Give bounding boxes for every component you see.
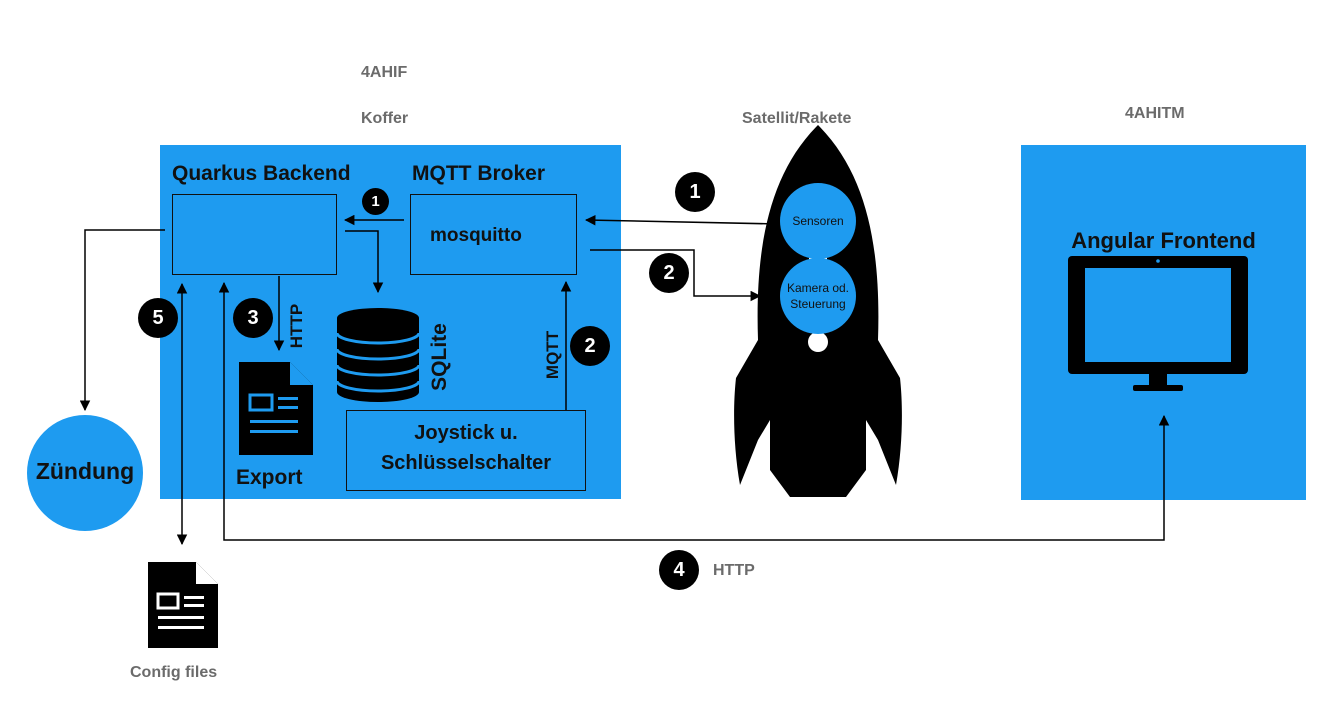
- joystick-label-line1: Joystick u.: [414, 422, 518, 444]
- step-4-badge: 4: [659, 550, 699, 590]
- class-label-4ahitm: 4AHITM: [1125, 105, 1185, 122]
- step-1-outer-badge: 1: [675, 172, 715, 212]
- zuendung-label: Zündung: [35, 458, 135, 484]
- export-label: Export: [236, 466, 303, 489]
- sqlite-database-icon: [335, 308, 421, 402]
- quarkus-backend-title: Quarkus Backend: [172, 162, 351, 185]
- step-5-badge: 5: [138, 298, 178, 338]
- kamera-label-line2: Steuerung: [790, 297, 846, 311]
- kamera-label-line1: Kamera od.: [786, 281, 850, 295]
- mosquitto-label: mosquitto: [430, 225, 522, 246]
- joystick-label-line2: Schlüsselschalter: [380, 452, 552, 474]
- http-bottom-label: HTTP: [713, 562, 755, 579]
- monitor-icon: [1068, 256, 1248, 391]
- config-document-icon: [148, 562, 218, 648]
- mqtt-broker-title: MQTT Broker: [412, 162, 546, 185]
- angular-frontend-title: Angular Frontend: [1071, 228, 1256, 253]
- zuendung-node: [27, 415, 143, 531]
- sensoren-node: [780, 183, 856, 259]
- kamera-node: [780, 258, 856, 334]
- quarkus-backend-box: [172, 194, 337, 275]
- mqtt-broker-box: [410, 194, 577, 275]
- flow-arrows: [79, 214, 1170, 546]
- sensoren-label: Sensoren: [792, 214, 844, 228]
- koffer-label: Koffer: [361, 110, 409, 127]
- config-files-label: Config files: [130, 664, 218, 681]
- class-label-4ahif: 4AHIF: [361, 64, 408, 81]
- satellit-label: Satellit/Rakete: [742, 110, 852, 127]
- step-1-inner-badge: 1: [362, 188, 389, 215]
- export-document-icon: [239, 362, 313, 455]
